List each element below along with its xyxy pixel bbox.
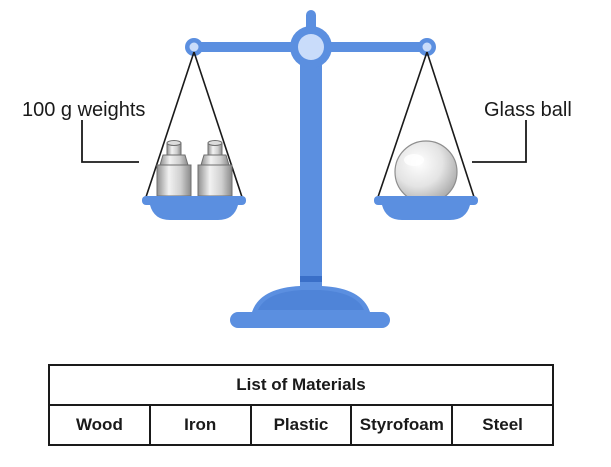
table-row: Wood Iron Plastic Styrofoam Steel [48,404,554,446]
material-cell: Styrofoam [350,404,454,446]
materials-table: List of Materials Wood Iron Plastic Styr… [48,364,554,446]
material-cell: Plastic [249,404,353,446]
table-title: List of Materials [48,364,554,406]
right-callout-line [472,120,527,163]
material-cell: Steel [451,404,554,446]
scale-pivot [290,26,332,68]
left-pan-label: 100 g weights [22,99,146,121]
left-pan-strings [145,51,243,198]
left-callout-line [81,120,139,163]
scale-base [230,286,390,328]
glass-ball-icon [394,140,458,204]
right-pan-label: Glass ball [484,99,572,121]
material-cell: Wood [48,404,151,446]
right-pan [374,196,478,220]
right-pan-strings [377,51,475,198]
material-cell: Iron [148,404,252,446]
cylindrical-weight-icon [156,140,192,197]
table-header-row: List of Materials [48,364,554,406]
left-pan [142,196,246,220]
cylindrical-weight-icon [197,140,233,197]
